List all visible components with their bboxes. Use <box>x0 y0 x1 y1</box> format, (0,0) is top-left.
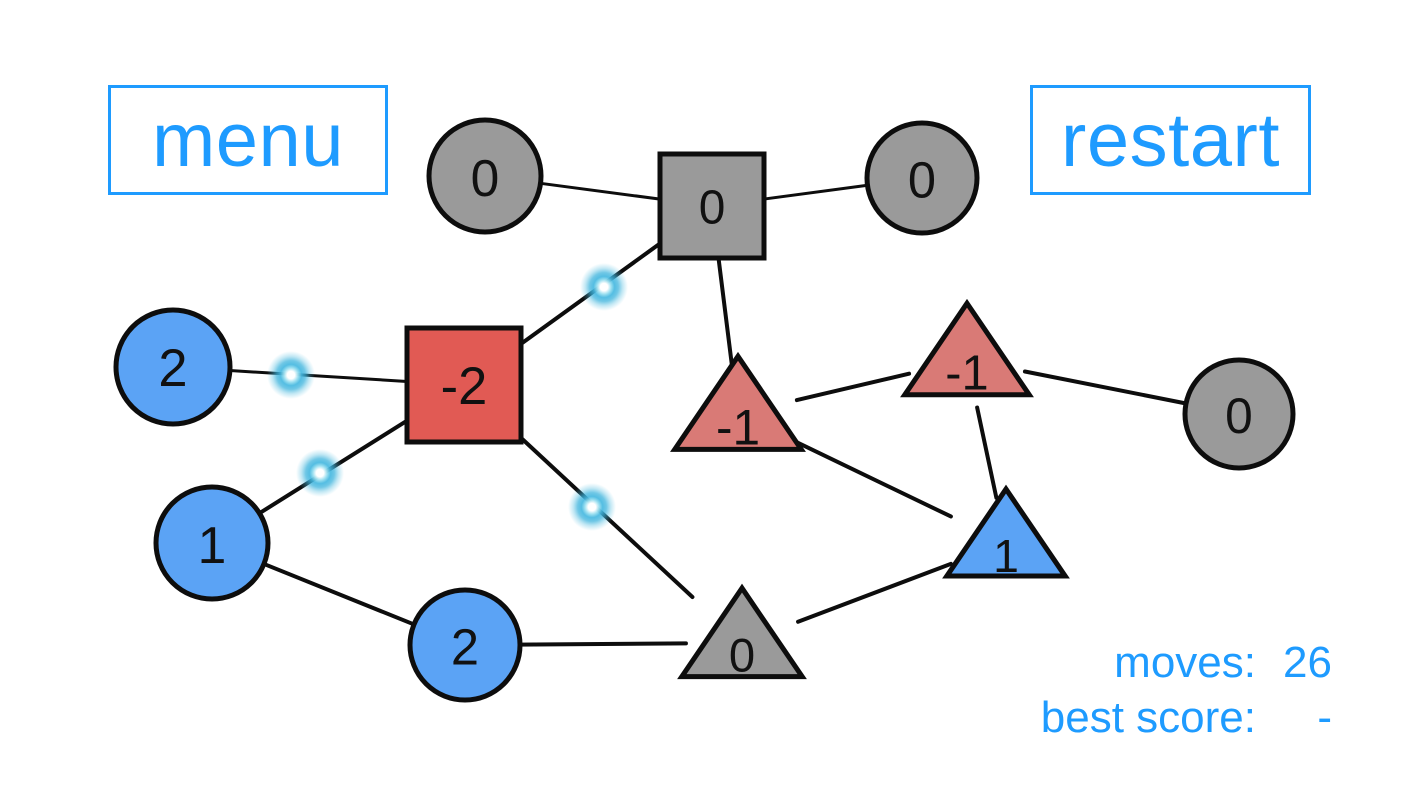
node-shape-circle[interactable] <box>1182 357 1296 471</box>
node-shape-circle[interactable] <box>113 307 233 427</box>
graph-edge[interactable] <box>519 435 695 599</box>
nodes-layer[interactable]: 0 0 0 2 -2 -1 -1 0 1 1 2 0 <box>113 117 1296 703</box>
graph-node[interactable]: 0 <box>426 117 544 235</box>
node-value-label: -2 <box>441 358 488 416</box>
graph-edge[interactable] <box>537 181 662 201</box>
node-shape-circle[interactable] <box>426 117 544 235</box>
graph-node[interactable]: -1 <box>670 351 806 456</box>
graph-edge[interactable] <box>255 418 409 517</box>
moves-value: 26 <box>1283 638 1332 687</box>
graph-node[interactable]: 1 <box>153 484 271 602</box>
graph-node[interactable]: 0 <box>864 120 980 236</box>
score-panel: moves: 26 best score: - <box>1041 636 1332 745</box>
graph-node[interactable]: 1 <box>942 484 1070 582</box>
graph-edge[interactable] <box>1022 369 1190 406</box>
node-shape-circle[interactable] <box>153 484 271 602</box>
node-shape-triangle[interactable] <box>670 351 806 452</box>
graph-node[interactable]: 0 <box>677 583 807 682</box>
node-value-label: 1 <box>993 530 1019 582</box>
graph-node[interactable]: 2 <box>113 307 233 427</box>
graph-edge[interactable] <box>515 641 688 647</box>
graph-node[interactable]: 0 <box>657 151 767 261</box>
best-score-row: best score: - <box>1041 691 1332 746</box>
graph-edge[interactable] <box>762 183 871 201</box>
graph-node[interactable]: -2 <box>404 325 524 445</box>
graph-edge[interactable] <box>794 440 953 519</box>
graph-edge[interactable] <box>794 371 912 403</box>
graph-node[interactable]: -1 <box>900 298 1034 400</box>
node-value-label: 1 <box>198 516 227 574</box>
node-shape-square[interactable] <box>404 325 524 445</box>
node-shape-triangle[interactable] <box>677 583 807 680</box>
graph-edge[interactable] <box>716 256 734 368</box>
moves-label: moves: <box>1114 638 1256 687</box>
node-shape-triangle[interactable] <box>900 298 1034 398</box>
graph-edge[interactable] <box>519 241 662 346</box>
node-value-label: -1 <box>716 400 760 456</box>
menu-button[interactable]: menu <box>108 85 388 195</box>
graph-edge[interactable] <box>796 561 953 624</box>
restart-button[interactable]: restart <box>1030 85 1311 195</box>
node-value-label: 0 <box>908 152 936 209</box>
node-value-label: 2 <box>158 340 187 398</box>
graph-edge[interactable] <box>260 561 418 628</box>
node-value-label: -1 <box>945 346 988 400</box>
node-value-label: 0 <box>1225 388 1253 444</box>
node-shape-circle[interactable] <box>407 587 523 703</box>
node-shape-circle[interactable] <box>864 120 980 236</box>
graph-edge[interactable] <box>226 368 409 383</box>
best-score-value: - <box>1317 692 1332 742</box>
best-score-label: best score: <box>1040 692 1256 742</box>
node-value-label: 0 <box>729 629 755 682</box>
node-shape-square[interactable] <box>657 151 767 261</box>
moves-row: moves: 26 <box>1041 636 1332 691</box>
graph-node[interactable]: 0 <box>1182 357 1296 471</box>
graph-edge[interactable] <box>975 405 999 500</box>
node-shape-triangle[interactable] <box>942 484 1070 579</box>
node-value-label: 2 <box>451 619 479 676</box>
node-value-label: 0 <box>699 182 726 235</box>
node-value-label: 0 <box>471 149 500 207</box>
graph-node[interactable]: 2 <box>407 587 523 703</box>
